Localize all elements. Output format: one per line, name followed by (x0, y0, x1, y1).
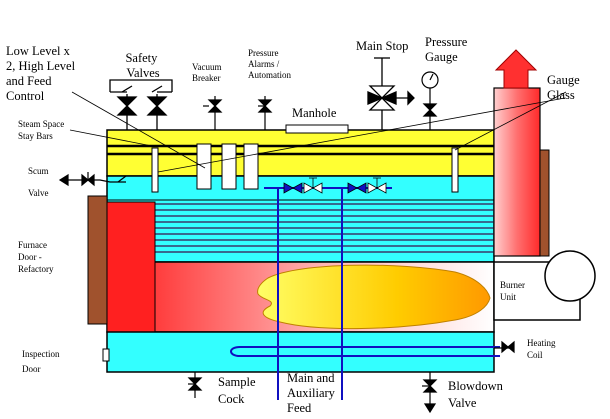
safety-valves (109, 79, 173, 130)
gauge-glass-right (451, 147, 459, 193)
heating-coil-label: Heating Coil (527, 338, 558, 360)
blowdown-valve (422, 372, 438, 414)
sample-cock-label: Sample Cock (218, 375, 259, 406)
low-level-label: Low Level x 2, High Level and Feed Contr… (6, 44, 78, 103)
main-aux-feed-label: Main and Auxiliary Feed (287, 371, 338, 415)
up-arrow-icon (494, 49, 538, 89)
rear-refractory (539, 149, 550, 257)
manhole-label: Manhole (292, 106, 337, 120)
blowdown-valve-label: Blowdown Valve (448, 379, 506, 410)
smoke-box (493, 87, 541, 257)
level-control (196, 143, 212, 190)
bottom-water-space (106, 331, 495, 373)
vacuum-breaker-label: Vacuum Breaker (192, 62, 224, 83)
inspection-door-label: Inspection Door (22, 349, 62, 374)
valve-icon (347, 177, 387, 194)
main-stop-label: Main Stop (356, 39, 408, 53)
sample-cock-valve (187, 372, 203, 398)
gauge-glass-label: Gauge Glass (547, 73, 583, 102)
heating-coil-valve (494, 340, 515, 354)
furnace-door-refractory (87, 195, 108, 325)
furnace-door-label: Furnace Door - Refactory (18, 240, 54, 274)
main-stop-valve (367, 57, 415, 130)
gauge-glass-left (151, 147, 159, 193)
manhole (285, 124, 349, 134)
scum-valve (58, 172, 127, 187)
safety-valves-label: Safety Valves (125, 51, 160, 80)
level-control (221, 143, 237, 190)
pressure-alarm-valve (257, 96, 273, 130)
valve-icon (283, 177, 323, 194)
pressure-gauge-label: Pressure Gauge (425, 35, 470, 64)
dial-gauge-icon (421, 71, 439, 130)
heating-coil (230, 346, 500, 357)
scum-valve-label: Scum Valve (28, 166, 51, 198)
combustion-chamber (106, 201, 156, 333)
pressure-alarms-label: Pressure Alarms / Automation (248, 48, 291, 80)
fire-tubes (155, 203, 494, 253)
inspection-door (102, 348, 110, 362)
vacuum-breaker (203, 96, 223, 130)
water-space (106, 175, 495, 263)
flame (257, 264, 491, 330)
level-control (243, 143, 259, 190)
burner-fan (544, 250, 596, 302)
burner-unit-label: Burner Unit (500, 280, 527, 302)
steam-space-label: Steam Space Stay Bars (18, 119, 67, 141)
leader-lines (69, 91, 567, 173)
